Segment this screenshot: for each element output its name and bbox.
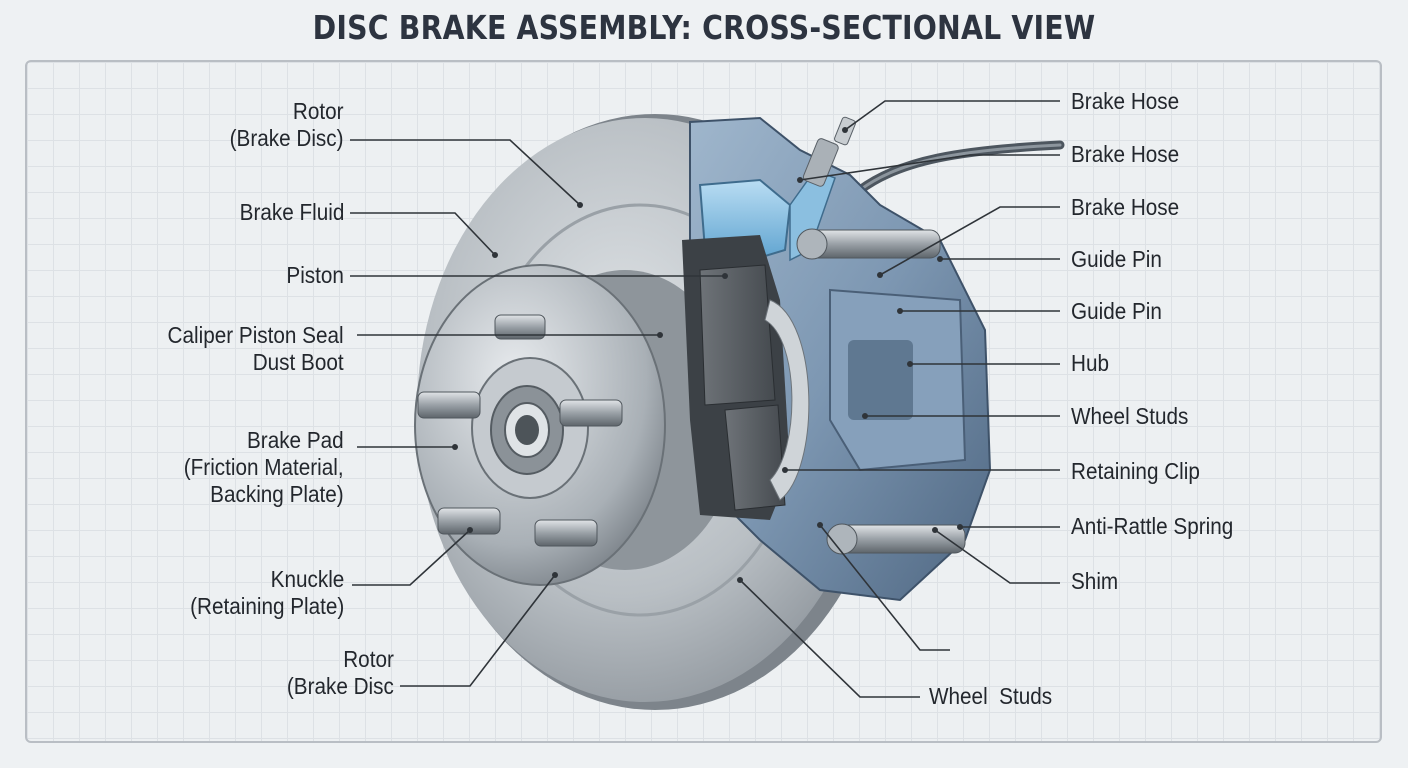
- diagram-title: DISC BRAKE ASSEMBLY: CROSS-SECTIONAL VIE…: [312, 8, 1096, 47]
- label-hub: Hub: [1071, 350, 1109, 376]
- label-brake-hose-3: Brake Hose: [1071, 194, 1180, 220]
- label-brake-pad: Brake Pad (Friction Material, Backing Pl…: [184, 427, 344, 507]
- label-wheel-studs-2: Wheel Studs: [929, 683, 1053, 709]
- label-brake-fluid: Brake Fluid: [239, 199, 344, 225]
- label-brake-hose-1: Brake Hose: [1071, 88, 1180, 114]
- label-seal-boot: Caliper Piston Seal Dust Boot: [167, 322, 344, 375]
- label-brake-hose-2: Brake Hose: [1071, 141, 1180, 167]
- label-guide-pin-1: Guide Pin: [1071, 246, 1162, 272]
- label-wheel-studs-1: Wheel Studs: [1071, 403, 1189, 429]
- label-shim: Shim: [1071, 568, 1119, 594]
- label-anti-rattle: Anti-Rattle Spring: [1071, 513, 1234, 539]
- wheel-studs-group: [417, 314, 623, 547]
- label-rotor-top: Rotor (Brake Disc): [230, 98, 344, 151]
- label-knuckle: Knuckle (Retaining Plate): [189, 566, 344, 619]
- label-guide-pin-2: Guide Pin: [1071, 298, 1162, 324]
- label-retaining-clip: Retaining Clip: [1071, 458, 1200, 484]
- label-piston: Piston: [286, 262, 344, 288]
- label-rotor-bottom: Rotor (Brake Disc: [287, 646, 394, 699]
